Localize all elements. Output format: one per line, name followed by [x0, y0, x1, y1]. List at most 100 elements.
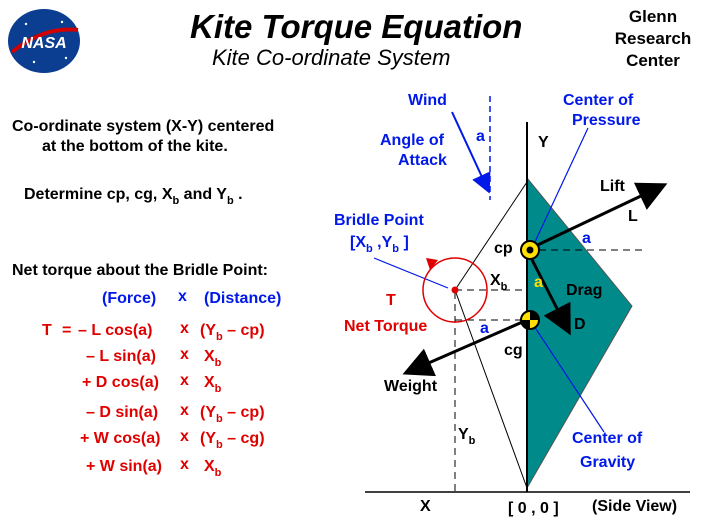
center-line-2: Research — [614, 29, 692, 48]
bridle-line-upper — [454, 181, 528, 291]
center-of-gravity-label-2: Gravity — [580, 454, 636, 471]
net-torque-heading: Net torque about the Bridle Point: — [12, 262, 268, 279]
term-distance: Xb — [204, 374, 222, 395]
lift-arrow — [526, 182, 668, 252]
determine-mid: and Y — [179, 186, 227, 203]
lift-angle-a: a — [582, 230, 591, 247]
term-times: x — [180, 456, 189, 473]
bridle-point-dot — [451, 286, 459, 294]
term-distance: Xb — [204, 458, 222, 479]
eq-equals: = — [62, 322, 72, 339]
x-axis-label: X — [420, 498, 431, 515]
term-distance-main: X — [204, 374, 215, 391]
center-line-3: Center — [626, 51, 680, 70]
term-distance: (Yb – cp) — [200, 404, 265, 425]
times-header: x — [178, 288, 187, 305]
term-force: – D sin(a) — [86, 404, 159, 421]
distance-header: (Distance) — [204, 290, 282, 307]
intro-line-1: Co-ordinate system (X-Y) centered — [12, 118, 275, 135]
weight-symbol: W — [414, 358, 430, 375]
cp-pointer-line — [533, 127, 589, 245]
bridle-coord-sub-1: b — [366, 243, 373, 255]
yb-sub: b — [468, 435, 476, 447]
yb-label: Yb — [458, 426, 476, 447]
term-distance-sub: b — [216, 413, 223, 425]
term-force: – L sin(a) — [86, 348, 156, 365]
determine-sub-1: b — [172, 195, 180, 207]
lift-label: Lift — [600, 178, 625, 195]
term-distance: Xb — [204, 348, 222, 369]
weight-arrow — [402, 318, 528, 377]
determine-end: . — [233, 186, 243, 203]
term-distance-sub: b — [214, 357, 222, 369]
term-distance-sub: b — [214, 467, 222, 479]
term-times: x — [180, 428, 189, 445]
center-name: Glenn Research Center — [605, 6, 701, 72]
eq-T: T — [42, 322, 52, 339]
torque-arrowhead — [426, 258, 438, 270]
page-title: Kite Torque Equation — [190, 8, 523, 45]
determine-sub-2: b — [226, 195, 234, 207]
term-distance: (Yb – cg) — [200, 430, 265, 451]
force-header: (Force) — [102, 290, 157, 307]
angle-of-attack-label-2: Attack — [398, 152, 447, 169]
bridle-point-label: Bridle Point — [334, 212, 424, 229]
bridle-line-lower — [454, 289, 528, 489]
term-distance-main: (Y — [200, 322, 216, 339]
term-times: x — [180, 320, 189, 337]
bridle-point-coords: [Xb ,Yb ] — [350, 234, 409, 255]
determine-prefix: Determine cp, cg, X — [24, 186, 173, 203]
drag-symbol: D — [574, 316, 586, 333]
wind-angle-a: a — [476, 128, 485, 145]
angle-of-attack-label-1: Angle of — [380, 132, 444, 149]
wind-label: Wind — [408, 92, 447, 109]
y-axis-label: Y — [538, 134, 549, 151]
page-subtitle: Kite Co-ordinate System — [212, 45, 451, 70]
term-distance-sub: b — [216, 331, 223, 343]
wind-arrow — [451, 111, 491, 194]
drag-label: Drag — [566, 282, 603, 299]
drag-arrow — [525, 249, 571, 336]
cg-pointer-line — [533, 325, 605, 433]
net-torque-label: Net Torque — [344, 318, 428, 335]
xb-label: Xb — [490, 272, 508, 293]
term-times: x — [180, 372, 189, 389]
nasa-logo: NASA — [8, 9, 80, 73]
cp-label: cp — [494, 240, 513, 257]
yb-letter: Y — [458, 426, 469, 443]
term-distance-rest: – cg) — [222, 430, 265, 447]
nasa-logo-text: NASA — [21, 35, 66, 52]
xb-sub: b — [500, 281, 508, 293]
term-distance-main: X — [204, 458, 215, 475]
net-torque-circle — [422, 257, 488, 323]
center-line-1: Glenn — [628, 7, 678, 26]
weight-label: Weight — [384, 378, 438, 395]
weight-angle-a: a — [480, 320, 489, 337]
term-distance-main: (Y — [200, 430, 216, 447]
torque-symbol: T — [386, 292, 396, 309]
term-force: + W cos(a) — [80, 430, 161, 447]
term-force: + D cos(a) — [82, 374, 159, 391]
determine-line: Determine cp, cg, Xb and Yb . — [24, 186, 243, 207]
bridle-coord-b: ,Y — [372, 234, 393, 251]
center-of-pressure-label-1: Center of — [563, 92, 634, 109]
bridle-pointer-line — [373, 257, 449, 289]
term-times: x — [180, 346, 189, 363]
intro-line-2: at the bottom of the kite. — [42, 138, 228, 155]
term-distance-main: X — [204, 348, 215, 365]
cg-label: cg — [504, 342, 523, 359]
term-distance-main: (Y — [200, 404, 216, 421]
lift-symbol: L — [628, 208, 638, 225]
term-force: + W sin(a) — [86, 458, 163, 475]
origin-label: [ 0 , 0 ] — [508, 500, 559, 517]
term-distance-rest: – cp) — [222, 322, 265, 339]
term-distance-sub: b — [216, 439, 223, 451]
bridle-coord-a: [X — [350, 234, 366, 251]
bridle-coord-c: ] — [399, 234, 409, 251]
xb-letter: X — [490, 272, 501, 289]
term-distance-rest: – cp) — [222, 404, 265, 421]
cg-marker-quadrants — [521, 311, 539, 329]
term-distance-sub: b — [214, 383, 222, 395]
term-distance: (Yb – cp) — [200, 322, 265, 343]
cp-marker-center — [526, 246, 534, 254]
